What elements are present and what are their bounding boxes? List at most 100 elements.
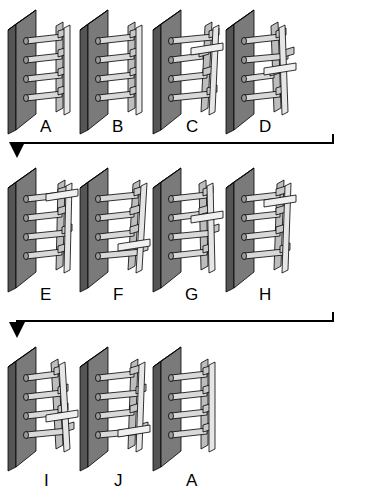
peg	[244, 230, 280, 240]
wall-top	[80, 168, 108, 188]
peg-head	[169, 76, 174, 83]
wall-side	[226, 182, 234, 292]
wall-peg-figure	[226, 168, 296, 292]
wall-side	[8, 182, 16, 292]
step-label: A	[40, 118, 51, 135]
peg	[171, 428, 207, 438]
peg	[171, 249, 207, 259]
step-label: D	[259, 118, 271, 135]
wall-face	[88, 347, 108, 467]
wall-peg-figure	[153, 347, 215, 471]
wall-top	[226, 10, 254, 30]
wall-peg-figure	[80, 347, 150, 471]
peg-head	[24, 432, 29, 439]
peg	[98, 53, 134, 63]
wall-peg-figure	[80, 10, 142, 134]
peg-head	[96, 394, 101, 401]
peg-head	[24, 375, 29, 382]
peg-head	[169, 95, 174, 102]
step-label: G	[185, 286, 198, 303]
peg	[26, 371, 58, 381]
peg-head	[169, 253, 174, 260]
step-label: I	[44, 472, 49, 489]
peg	[171, 371, 207, 381]
peg-head	[24, 215, 29, 222]
peg-head	[96, 413, 101, 420]
peg	[171, 390, 207, 400]
moved-plank	[264, 63, 296, 75]
peg-head	[169, 234, 174, 241]
peg-head	[169, 413, 174, 420]
step-label: F	[113, 286, 123, 303]
peg	[244, 91, 280, 101]
peg-head	[24, 196, 29, 203]
peg-head	[242, 57, 247, 64]
wall-peg-figure	[153, 168, 223, 292]
moved-plank	[191, 211, 223, 223]
moved-plank	[264, 195, 296, 207]
peg-head	[96, 253, 101, 260]
wall-side	[80, 24, 88, 134]
wall-peg-figure	[153, 10, 223, 134]
peg-head	[96, 95, 101, 102]
peg-head	[96, 196, 101, 203]
peg	[171, 192, 207, 202]
wall-peg-figure	[80, 168, 150, 292]
peg-head	[24, 413, 29, 420]
peg	[244, 34, 280, 44]
wall-face	[16, 168, 36, 288]
wall-face	[161, 10, 181, 130]
cross-plank	[130, 205, 140, 215]
wall-face	[234, 168, 254, 288]
peg-head	[96, 76, 101, 83]
peg	[171, 409, 207, 419]
moved-plank	[46, 410, 78, 422]
peg	[98, 192, 138, 202]
wall-peg-figure	[8, 347, 78, 471]
front-bar	[207, 183, 215, 273]
wall-side	[80, 182, 88, 292]
wall-side	[8, 24, 16, 134]
peg-head	[24, 76, 29, 83]
moved-plank	[46, 189, 78, 201]
peg-head	[242, 253, 247, 260]
peg	[98, 91, 134, 101]
peg	[98, 34, 134, 44]
step-label: A	[186, 472, 197, 489]
wall-side	[80, 361, 88, 471]
front-bar	[64, 25, 70, 115]
peg-head	[242, 76, 247, 83]
peg	[26, 53, 62, 63]
peg	[26, 72, 62, 82]
wall-face	[88, 10, 108, 130]
peg-figures	[8, 10, 296, 471]
step-label: H	[259, 286, 271, 303]
peg-head	[96, 38, 101, 45]
peg	[171, 91, 211, 101]
peg-head	[96, 234, 101, 241]
step-label: J	[114, 472, 123, 489]
wrap-arrow	[17, 312, 333, 330]
front-bar	[136, 362, 145, 452]
peg-head	[169, 375, 174, 382]
peg	[244, 249, 284, 259]
front-bar	[59, 362, 70, 452]
wall-top	[80, 10, 108, 30]
wall-top	[8, 10, 36, 30]
peg	[98, 211, 134, 221]
peg-head	[169, 57, 174, 64]
peg-head	[24, 57, 29, 64]
peg-head	[242, 95, 247, 102]
wall-side	[8, 361, 16, 471]
peg-head	[242, 196, 247, 203]
peg	[98, 390, 140, 400]
peg-head	[24, 394, 29, 401]
front-bar	[136, 25, 142, 115]
wall-face	[161, 168, 181, 288]
wall-peg-figure	[226, 10, 296, 134]
wall-peg-figure	[8, 168, 78, 292]
step-label: C	[186, 118, 198, 135]
peg-head	[24, 234, 29, 241]
wall-face	[161, 347, 181, 467]
peg	[171, 34, 213, 44]
